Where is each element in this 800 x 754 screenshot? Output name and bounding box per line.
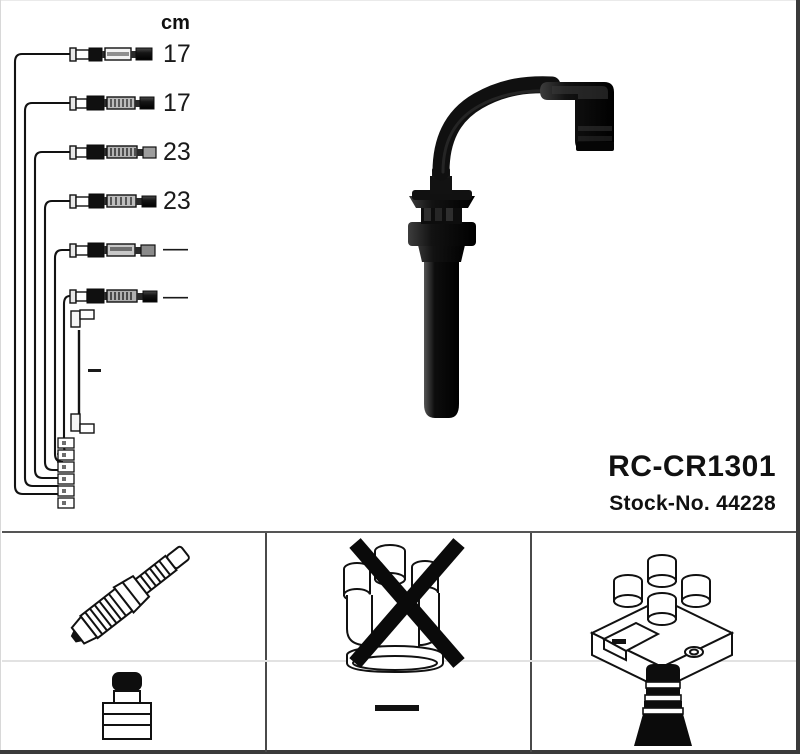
frame-left-border <box>0 0 1 754</box>
cable-connector-5 <box>69 242 156 258</box>
cable-length-3: 23 <box>163 138 191 166</box>
cable-connector-1 <box>69 47 153 62</box>
coil-side-boot-icon <box>634 664 692 746</box>
panel-divider-vertical-left <box>265 533 267 752</box>
product-code: RC-CR1301 <box>608 450 776 483</box>
panel-coil-boot <box>634 664 692 746</box>
cable-connector-4 <box>69 193 157 209</box>
exclusion-cross-icon <box>349 538 465 668</box>
frame-right-border <box>796 0 800 754</box>
cable-length-5: — <box>163 234 188 262</box>
cable-connector-2 <box>69 95 155 111</box>
spark-plug-icon <box>70 545 190 645</box>
cable-length-2: 17 <box>163 89 191 117</box>
panel-spark-plug-boot <box>102 672 152 740</box>
length-unit-header: cm <box>161 12 190 34</box>
spark-plug-boot-icon <box>102 672 152 740</box>
distributor-cap-icon <box>343 544 444 674</box>
dash-marker <box>375 705 419 711</box>
panel-divider-vertical-right <box>530 533 532 752</box>
cable-length-6: — <box>163 282 188 310</box>
panel-divider-horizontal <box>2 531 796 533</box>
right-angle-boot <box>540 82 614 151</box>
cable-lead-7 <box>70 309 101 434</box>
stock-number: Stock-No. 44228 <box>609 492 776 515</box>
cable-connector-6 <box>69 288 158 304</box>
cable-length-1: 17 <box>163 40 191 68</box>
panel-ignition-coil <box>589 554 735 691</box>
cable-length-4: 23 <box>163 187 191 215</box>
panel-subdivider-horizontal <box>2 660 796 662</box>
panel-distributor-cap <box>343 538 465 674</box>
frame-bottom-border <box>0 750 800 754</box>
frame-top-border <box>0 0 800 1</box>
cable-connector-3 <box>69 144 157 160</box>
panel-spark-plug <box>70 545 190 645</box>
panel-distributor-dash <box>375 705 419 711</box>
ignition-coil-pack-icon <box>589 554 735 691</box>
spark-plug-boot <box>408 168 476 418</box>
